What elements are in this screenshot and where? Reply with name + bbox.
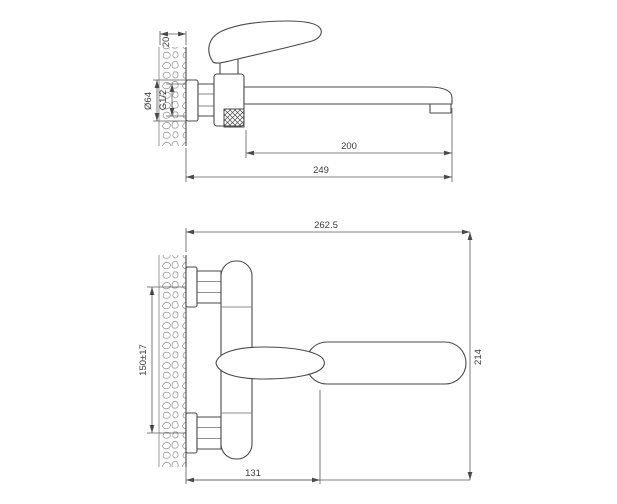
wall-hatch xyxy=(159,255,186,467)
dim-mounting-centers: 150±17 xyxy=(138,344,149,376)
dim-overall-height: 214 xyxy=(473,349,484,365)
dim-overall-length: 262.5 xyxy=(314,220,338,231)
wall-flange-top xyxy=(185,266,198,308)
wall-flange-bottom xyxy=(185,412,198,454)
spout xyxy=(243,86,453,105)
dim-overall-reach: 249 xyxy=(313,165,329,176)
side-view: 20 Ø64 G1/2 200 249 xyxy=(143,20,453,182)
lever-handle xyxy=(208,20,322,64)
plan-view: 262.5 150±17 214 131 xyxy=(138,220,484,484)
connection-nut-top xyxy=(196,270,222,304)
dim-thread: G1/2 xyxy=(158,90,169,111)
connection-nut-bottom xyxy=(196,416,222,450)
wall-flange xyxy=(185,79,199,122)
lever-handle-plan xyxy=(215,346,326,380)
dim-spout-reach: 200 xyxy=(341,141,357,152)
dim-body-length: 131 xyxy=(245,468,261,479)
dim-wall-depth: 20 xyxy=(161,37,172,48)
valve-symbol xyxy=(223,108,245,128)
connection-nut xyxy=(197,83,215,117)
aerator xyxy=(429,103,452,114)
spout-plan xyxy=(305,341,467,385)
dim-flange-diameter: Ø64 xyxy=(143,92,154,110)
